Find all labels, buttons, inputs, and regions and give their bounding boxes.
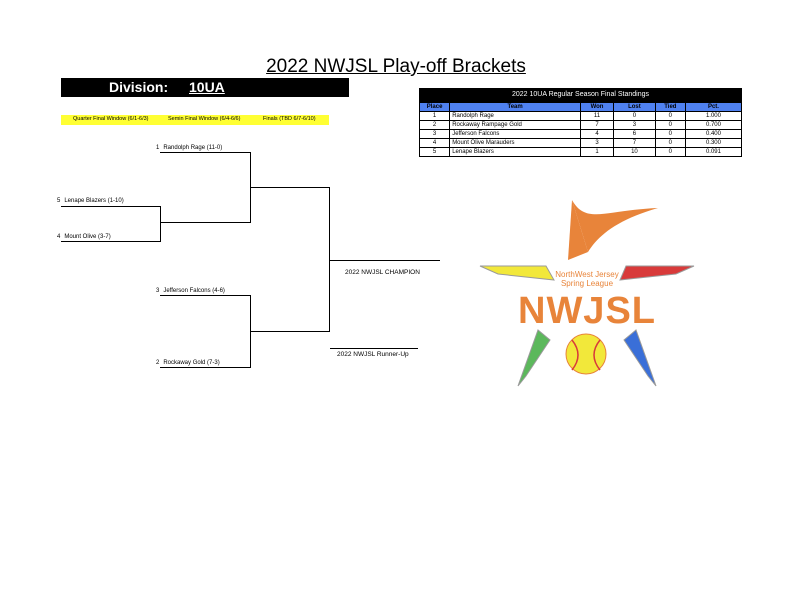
- seed-number: 4: [57, 234, 61, 240]
- seed-number: 5: [57, 198, 61, 204]
- logo-line2: Spring League: [560, 279, 614, 288]
- pct-cell: 0.700: [684, 120, 743, 130]
- won-cell: 4: [579, 129, 615, 139]
- lost-cell: 0: [613, 111, 656, 121]
- division-banner: Division: 10UA: [61, 78, 349, 97]
- nwjsl-logo: NorthWest Jersey Spring League NWJSL: [476, 190, 698, 395]
- team-cell: Randolph Rage: [449, 111, 581, 121]
- standings-table: 2022 10UA Regular Season Final Standings…: [418, 88, 743, 157]
- bracket-line: [160, 152, 250, 153]
- bracket-line: [61, 206, 160, 207]
- table-row: 5 Lenape Blazers 1 10 0 0.091: [418, 147, 743, 157]
- team-cell: Jefferson Falcons: [449, 129, 581, 139]
- bracket-line: [329, 187, 330, 332]
- lost-cell: 3: [613, 120, 656, 130]
- semi-final-window: Semin Final Window (6/4-6/6): [168, 116, 241, 122]
- column-header: Lost: [613, 102, 656, 112]
- bracket-line: [160, 295, 250, 296]
- standings-grid: Place Team Won Lost Tied Pct. 1 Randolph…: [418, 102, 743, 157]
- place-cell: 5: [418, 147, 451, 157]
- place-cell: 4: [418, 138, 451, 148]
- quarter-final-window: Quarter Final Window (6/1-6/3): [73, 116, 149, 122]
- column-header: Tied: [654, 102, 686, 112]
- team-cell: Rockaway Rampage Gold: [449, 120, 581, 130]
- lost-cell: 7: [613, 138, 656, 148]
- won-cell: 1: [579, 147, 615, 157]
- place-cell: 2: [418, 120, 451, 130]
- team-name: Randolph Rage (11-0): [163, 145, 223, 151]
- pct-cell: 0.400: [684, 129, 743, 139]
- tied-cell: 0: [654, 147, 686, 157]
- tied-cell: 0: [654, 129, 686, 139]
- bracket-line: [160, 222, 250, 223]
- runner-up-line: [330, 348, 418, 349]
- champion-line: [330, 260, 440, 261]
- table-row: 1 Randolph Rage 11 0 0 1.000: [418, 111, 743, 121]
- column-header: Pct.: [684, 102, 743, 112]
- logo-line1: NorthWest Jersey: [555, 270, 619, 279]
- place-cell: 1: [418, 111, 451, 121]
- tied-cell: 0: [654, 111, 686, 121]
- bracket-line: [160, 206, 161, 242]
- page-title: 2022 NWJSL Play-off Brackets: [266, 56, 526, 77]
- team-name: Lenape Blazers (1-10): [64, 198, 124, 204]
- pct-cell: 1.000: [684, 111, 743, 121]
- bracket-line: [250, 331, 330, 332]
- tied-cell: 0: [654, 138, 686, 148]
- team-name: Mount Olive (3-7): [64, 234, 111, 240]
- division-label: Division:: [109, 79, 169, 95]
- seed-number: 3: [156, 288, 160, 294]
- seed-number: 1: [156, 145, 160, 151]
- lost-cell: 10: [613, 147, 656, 157]
- column-header: Won: [579, 102, 615, 112]
- standings-title: 2022 10UA Regular Season Final Standings: [419, 88, 742, 102]
- table-row: 4 Mount Olive Marauders 3 7 0 0.300: [418, 138, 743, 148]
- team-name: Jefferson Falcons (4-6): [163, 288, 225, 294]
- champion-label: 2022 NWJSL CHAMPION: [345, 269, 420, 276]
- tied-cell: 0: [654, 120, 686, 130]
- schedule-windows: Quarter Final Window (6/1-6/3) Semin Fin…: [61, 115, 329, 125]
- place-cell: 3: [418, 129, 451, 139]
- table-header-row: Place Team Won Lost Tied Pct.: [418, 102, 743, 112]
- team-cell: Lenape Blazers: [449, 147, 581, 157]
- column-header: Place: [418, 102, 451, 112]
- division-value: 10UA: [189, 79, 225, 95]
- pct-cell: 0.300: [684, 138, 743, 148]
- finals-window: Finals (TBD 6/7-6/10): [263, 116, 316, 122]
- team-cell: Mount Olive Marauders: [449, 138, 581, 148]
- star-softball-icon: [479, 200, 695, 387]
- logo-text: NWJSL: [518, 290, 656, 332]
- table-row: 3 Jefferson Falcons 4 6 0 0.400: [418, 129, 743, 139]
- seed-number: 2: [156, 360, 160, 366]
- won-cell: 3: [579, 138, 615, 148]
- won-cell: 11: [579, 111, 615, 121]
- column-header: Team: [449, 102, 581, 112]
- table-row: 2 Rockaway Rampage Gold 7 3 0 0.700: [418, 120, 743, 130]
- bracket-line: [250, 187, 330, 188]
- runner-up-label: 2022 NWJSL Runner-Up: [337, 351, 409, 358]
- lost-cell: 6: [613, 129, 656, 139]
- won-cell: 7: [579, 120, 615, 130]
- bracket-line: [160, 367, 250, 368]
- pct-cell: 0.091: [684, 147, 743, 157]
- team-name: Rockaway Gold (7-3): [163, 360, 220, 366]
- bracket-line: [61, 241, 160, 242]
